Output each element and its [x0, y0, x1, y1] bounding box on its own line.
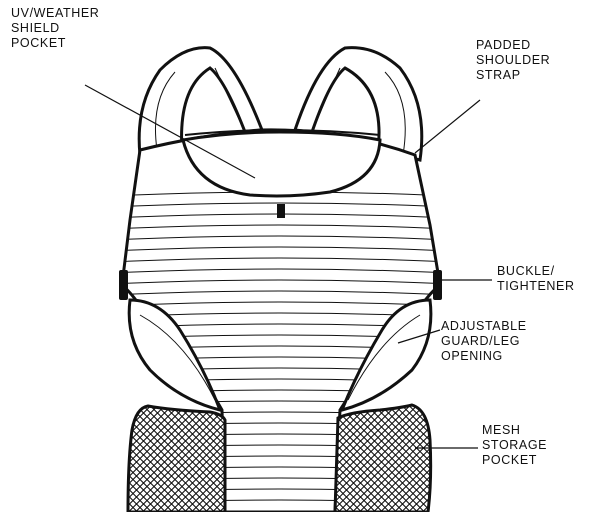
label-uv-weather-shield-pocket: UV/WEATHER SHIELD POCKET: [11, 6, 99, 51]
right-mesh-pocket: [335, 405, 431, 512]
right-buckle: [433, 270, 442, 300]
label-mesh-storage-pocket: MESH STORAGE POCKET: [482, 423, 547, 468]
leader-shoulder-strap: [415, 100, 480, 153]
label-adjustable-guard-leg-opening: ADJUSTABLE GUARD/LEG OPENING: [441, 319, 527, 364]
left-mesh-pocket: [128, 406, 225, 512]
label-buckle-tightener: BUCKLE/ TIGHTENER: [497, 264, 575, 294]
label-padded-shoulder-strap: PADDED SHOULDER STRAP: [476, 38, 550, 83]
zipper-pull: [277, 204, 285, 218]
left-buckle: [119, 270, 128, 300]
